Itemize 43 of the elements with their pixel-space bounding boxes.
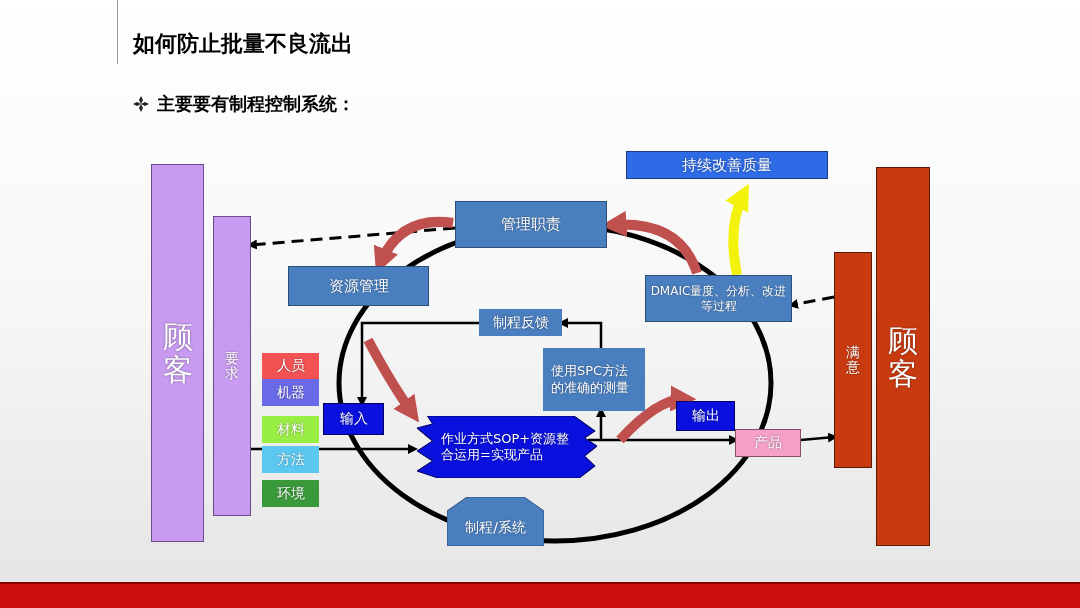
node-label: 产品 bbox=[754, 434, 782, 452]
factor-box bbox=[262, 353, 319, 379]
node-label: 输入 bbox=[339, 410, 368, 428]
curved-arrow bbox=[616, 386, 697, 444]
node-label: 使用SPC方法的准确的测量 bbox=[551, 363, 630, 396]
node-label: 环境 bbox=[276, 484, 305, 503]
factor-box bbox=[262, 446, 319, 473]
product-box bbox=[735, 429, 801, 457]
factor-box bbox=[262, 379, 319, 406]
customer-bar bbox=[151, 164, 204, 542]
factor-box bbox=[262, 416, 319, 443]
curved-arrow bbox=[725, 183, 749, 276]
vertical-label: 要求 bbox=[225, 350, 239, 382]
process-box bbox=[645, 275, 792, 322]
curved-arrow bbox=[363, 337, 420, 423]
output-box bbox=[676, 401, 735, 431]
process-box bbox=[543, 348, 645, 411]
node-label: 制程/系统 bbox=[465, 518, 526, 537]
vertical-label: 顾客 bbox=[162, 320, 193, 386]
node-label: 输出 bbox=[691, 407, 720, 425]
satisfaction-bar bbox=[834, 252, 872, 468]
node-label: 管理职责 bbox=[501, 215, 561, 234]
node-label: 作业方式SOP+资源整合运用=实现产品 bbox=[441, 430, 571, 464]
node-label: 制程反馈 bbox=[492, 313, 549, 332]
node-label: 资源管理 bbox=[328, 276, 389, 296]
customer-bar bbox=[876, 167, 930, 546]
node-label: DMAIC量度、分析、改进等过程 bbox=[650, 283, 787, 314]
factor-box bbox=[262, 480, 319, 507]
vertical-label: 顾客 bbox=[888, 323, 918, 390]
node-label: 机器 bbox=[276, 383, 305, 402]
goal-box bbox=[626, 151, 828, 179]
input-box bbox=[323, 403, 384, 435]
slide-title: 如何防止批量不良流出 bbox=[133, 30, 353, 58]
node-label: 方法 bbox=[276, 450, 305, 469]
node-label: 材料 bbox=[276, 420, 305, 439]
requirement-bar bbox=[213, 216, 251, 516]
bullet-text: 主要要有制程控制系统： bbox=[157, 92, 355, 116]
process-box bbox=[455, 201, 607, 248]
vertical-label: 满意 bbox=[846, 344, 860, 376]
node-label: 人员 bbox=[276, 357, 305, 375]
process-box bbox=[288, 266, 429, 306]
node-label: 持续改善质量 bbox=[682, 155, 772, 175]
process-box bbox=[479, 309, 562, 336]
